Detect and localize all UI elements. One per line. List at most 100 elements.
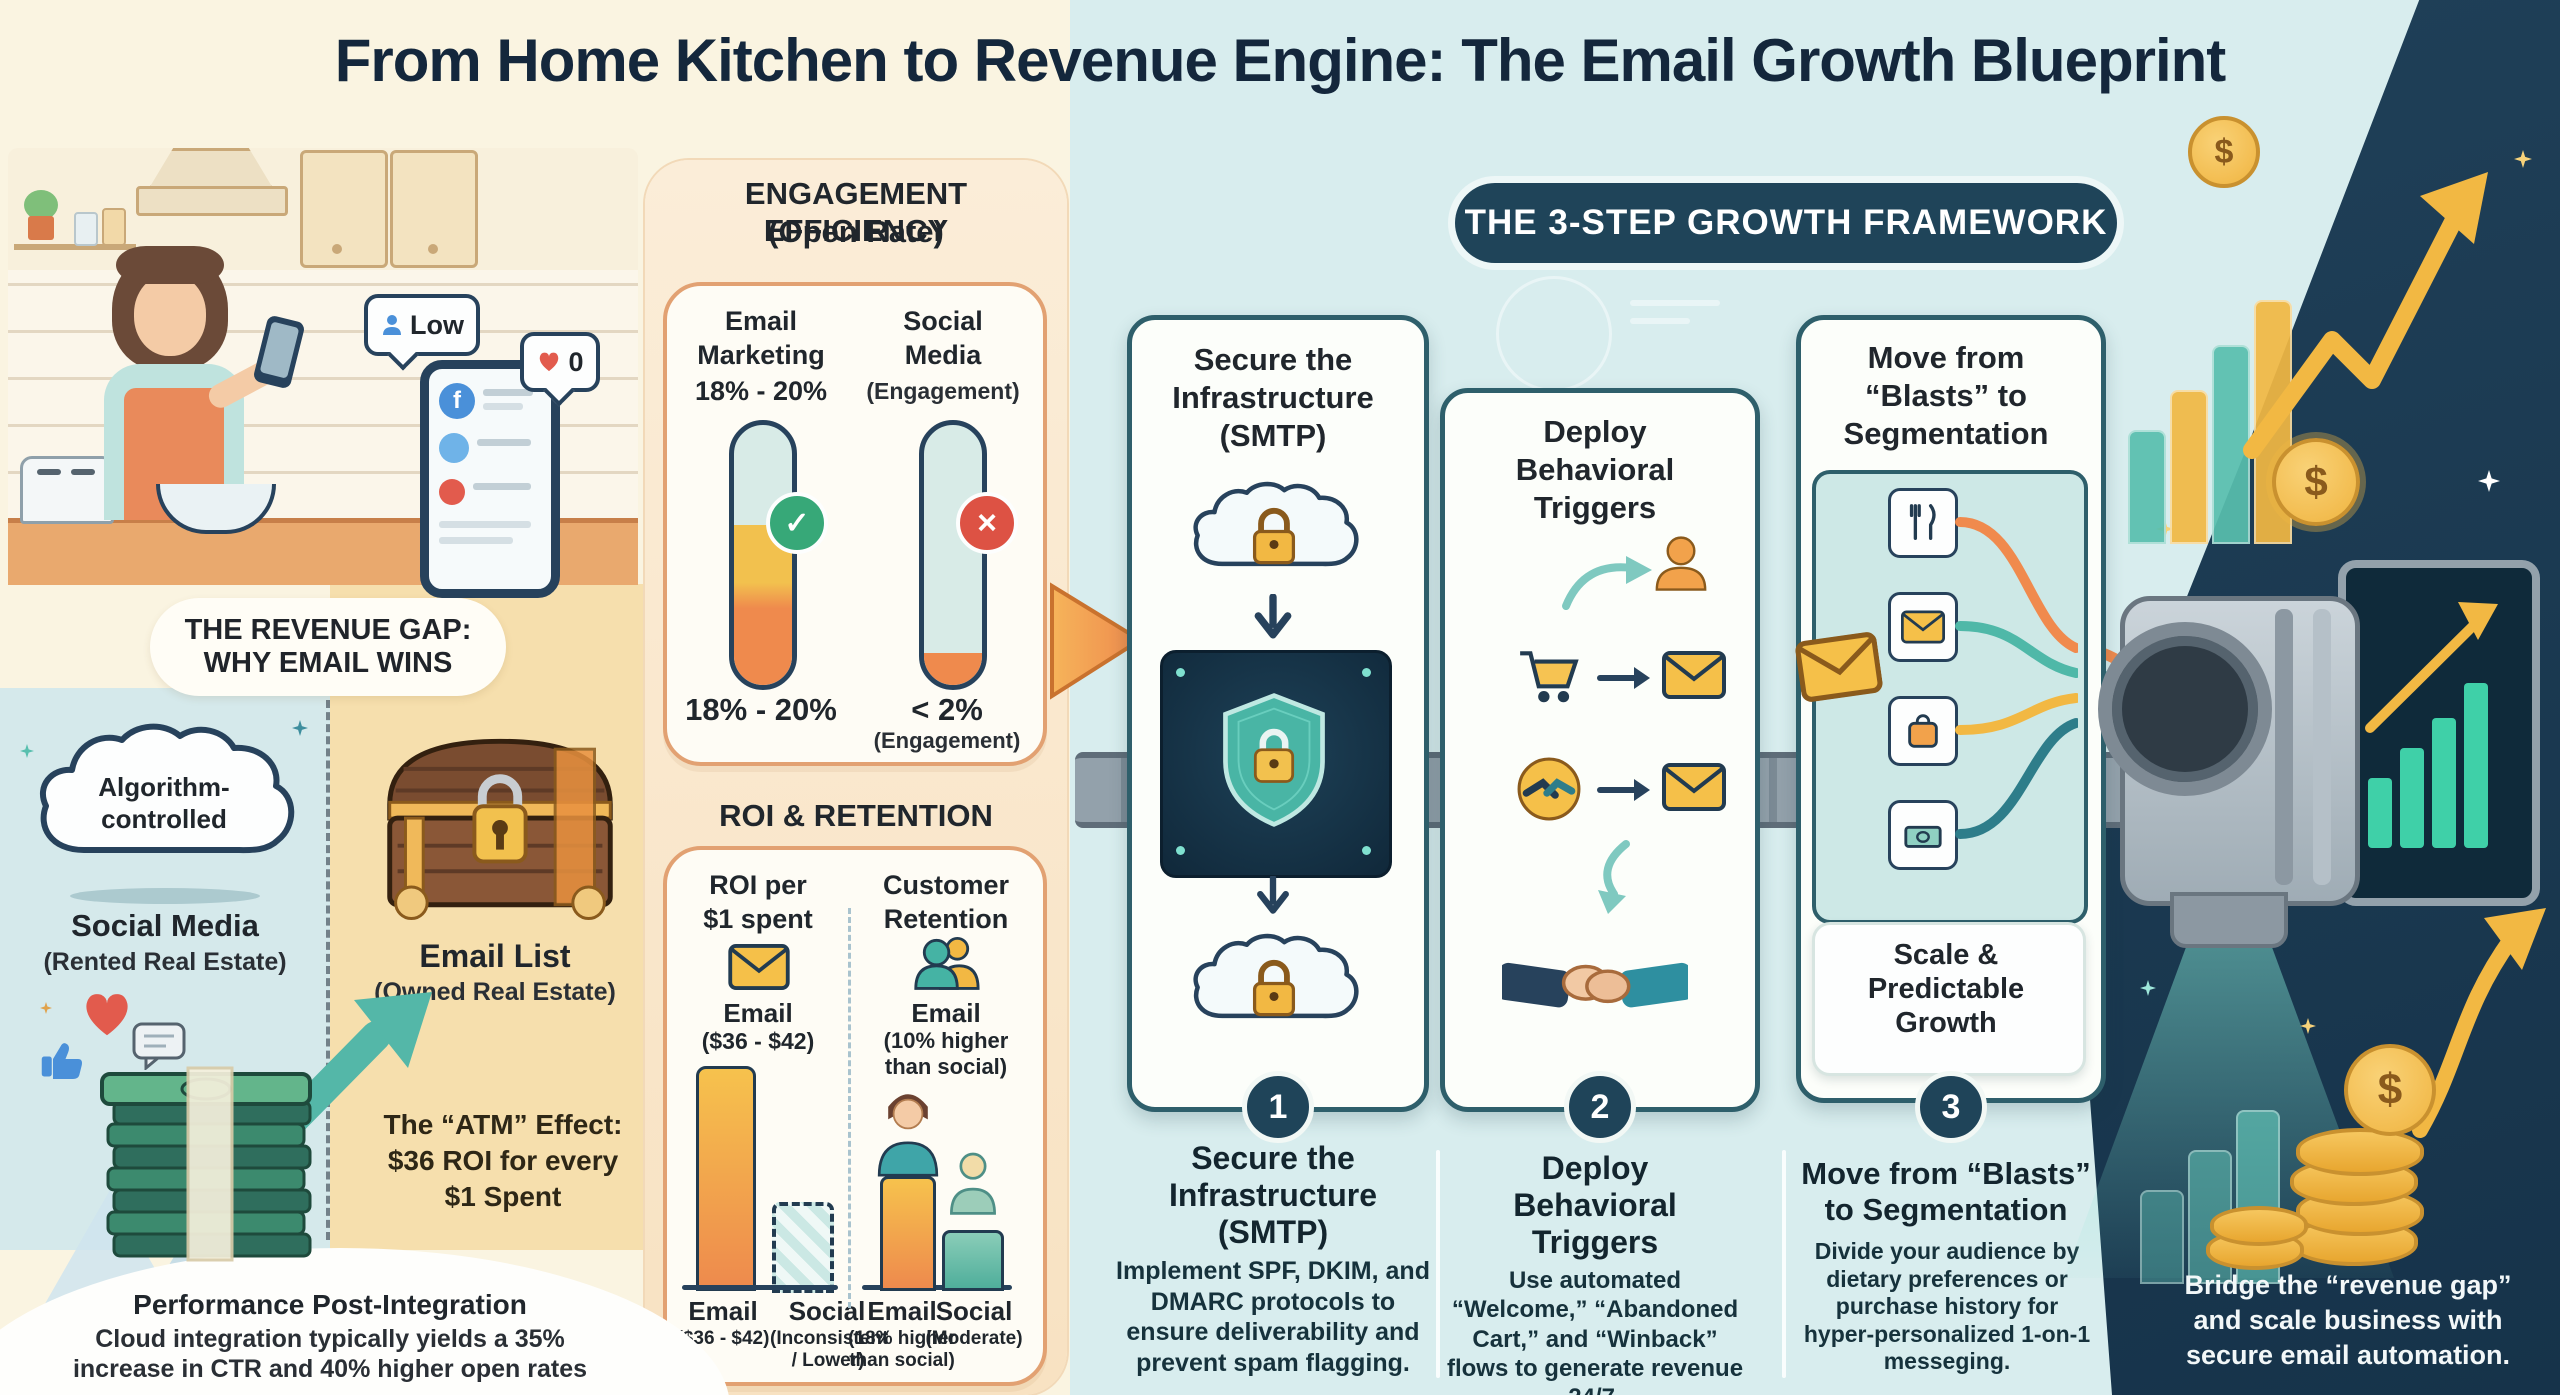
bag-icon (1908, 714, 1938, 748)
retention-bar-label: Social (935, 1296, 1013, 1326)
atm-effect-text: $1 Spent (444, 1181, 562, 1212)
text-divider (1436, 1150, 1440, 1378)
handshake-coin-icon (1517, 757, 1581, 821)
step1-card-title: (SMTP) (1219, 418, 1327, 453)
step2-badge: 2 (1564, 1071, 1636, 1143)
kitchen-scene: f Low 0 (8, 148, 638, 598)
growth-zigzag-arrow-icon (2243, 172, 2488, 459)
roi-heading: ROI & RETENTION (719, 798, 993, 833)
customer-icon (877, 1094, 939, 1177)
segment-card (1888, 592, 1958, 662)
revenue-gap-pill: THE REVENUE GAP: WHY EMAIL WINS (150, 598, 506, 696)
wires (1955, 517, 2078, 839)
retention-col-header: Retention (883, 904, 1009, 934)
atm-effect-text: $36 ROI for every (387, 1145, 619, 1176)
bubble-low: Low (364, 294, 480, 356)
revenue-gap-heading: WHY EMAIL WINS (203, 647, 453, 679)
roi-bar-label: (Inconsistent (770, 1328, 889, 1349)
roi-email-sub: ($36 - $42) (701, 1028, 815, 1054)
thumbs-up-icon (41, 1043, 82, 1079)
flow-arrow-icon (1050, 582, 1144, 700)
social-phone: f (420, 360, 560, 598)
plant-icon (24, 190, 58, 220)
step1-badge: 1 (1242, 1071, 1314, 1143)
envelope-icon (1662, 651, 1726, 699)
chat-dot-icon (439, 433, 469, 463)
arrow-right-icon (1597, 667, 1650, 689)
coin-icon: $ (2344, 1044, 2436, 1136)
arrow-down-icon (1254, 594, 1292, 639)
roi-baseline (682, 1285, 838, 1290)
cloud-label: controlled (101, 804, 227, 834)
email-marketing-header: Marketing (697, 340, 825, 370)
bubble-zero-label: 0 (568, 346, 584, 377)
machine-screen (2338, 560, 2540, 906)
step3-badge: 3 (1915, 1071, 1987, 1143)
roi-col-header: $1 spent (703, 904, 813, 934)
node-dot (1362, 668, 1371, 677)
step1-card-title: Infrastructure (1172, 380, 1374, 415)
facebook-icon: f (439, 383, 475, 419)
social-engagement-value: < 2% (911, 692, 983, 727)
heart-icon (540, 352, 559, 372)
step1-card-title: Secure the (1193, 342, 1353, 377)
step2-card-title: Deploy (1543, 414, 1647, 449)
step2-body: Use automated “Welcome,” “Abandoned Cart… (1446, 1267, 1744, 1395)
node-dot (1176, 668, 1185, 677)
retention-email-sub: (10% higher (883, 1028, 1009, 1053)
cart-icon (1520, 651, 1579, 703)
machine-nozzle (2170, 892, 2288, 948)
revenue-gap-heading: THE REVENUE GAP: (184, 614, 472, 646)
jar-icon (102, 208, 126, 246)
range-hood-icon (148, 148, 274, 190)
framework-banner-label: THE 3-STEP GROWTH FRAMEWORK (1464, 203, 2108, 242)
treasure-chest-icon (387, 738, 613, 921)
people-icon (914, 936, 980, 990)
retention-bar-label: Email (867, 1296, 937, 1326)
woman-hair-fringe (116, 246, 224, 284)
envelope-icon (1901, 610, 1945, 644)
cabinet (300, 150, 388, 268)
segment-card (1888, 800, 1958, 870)
envelope-icon (728, 944, 790, 990)
step1-body: Implement SPF, DKIM, and DMARC protocols… (1116, 1257, 1430, 1377)
scale-growth-card (1812, 922, 2086, 1076)
coin-stack-icon (2210, 1206, 2308, 1246)
doodle-lines (1630, 318, 1690, 324)
person-icon (1655, 536, 1707, 591)
cabinet-knob (428, 244, 438, 254)
shelf (14, 244, 136, 250)
social-media-subtitle: (Rented Real Estate) (43, 948, 287, 976)
money-stack-icon (100, 1066, 312, 1262)
customer-small-icon (950, 1152, 996, 1215)
step3-body: Divide your audience by dietary preferen… (1803, 1238, 2091, 1375)
shield-lock-icon (1223, 693, 1325, 827)
woman-face (134, 274, 206, 356)
panel-divider (326, 700, 330, 1240)
bubble-low-label: Low (410, 309, 464, 340)
roi-bar-label: Email (688, 1296, 758, 1326)
fork-knife-icon (1909, 504, 1936, 540)
email-thermometer (729, 420, 797, 690)
retention-social-bar (942, 1230, 1004, 1291)
step1-title: Secure the Infrastructure (SMTP) (1168, 1140, 1378, 1250)
step3-card-title: Segmentation (1843, 416, 2049, 451)
roi-email-bar (696, 1066, 756, 1291)
roi-bar-label: / Lower) (791, 1350, 865, 1371)
node-dot (1176, 846, 1185, 855)
step2-card-title: Behavioral (1515, 452, 1675, 487)
step2-card-title: Triggers (1533, 490, 1657, 525)
plant-pot-icon (28, 216, 54, 240)
performance-title: Performance Post-Integration (133, 1289, 527, 1320)
scale-growth-label: Predictable (1867, 973, 2025, 1005)
social-media-header: Social (903, 306, 983, 336)
doodle-circle (1496, 276, 1612, 392)
social-thermometer (919, 420, 987, 690)
node-dot (1362, 846, 1371, 855)
retention-email-bar (880, 1176, 936, 1291)
coin-stack-icon (2296, 1128, 2424, 1176)
person-icon (383, 315, 401, 335)
cloud-label: Algorithm- (98, 772, 230, 802)
machine-intake (2098, 622, 2272, 796)
